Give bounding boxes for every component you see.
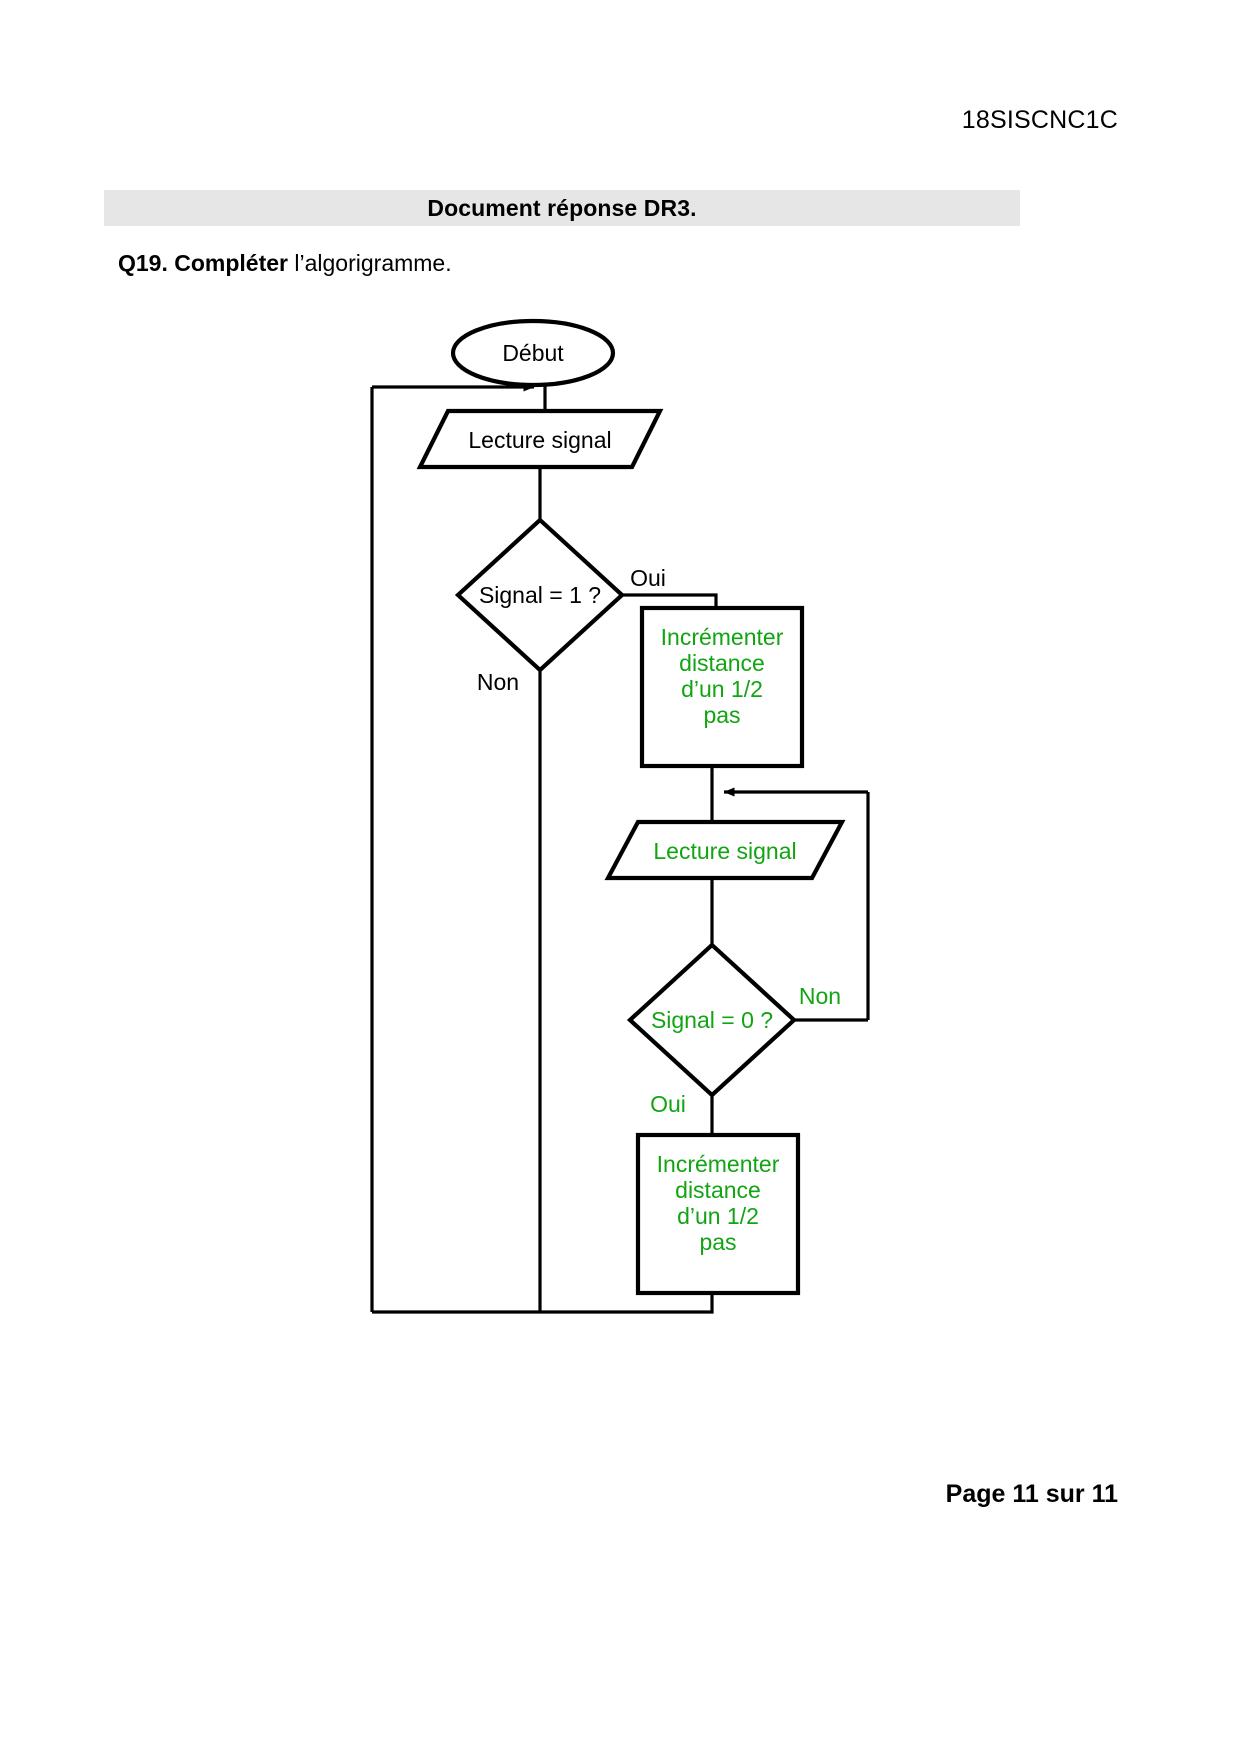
node-read1-shape bbox=[416, 408, 664, 470]
node-increment1-line1: Incrémenter bbox=[661, 624, 784, 650]
label-decision2-yes: Oui bbox=[650, 1091, 686, 1117]
node-read2-shape bbox=[604, 819, 846, 881]
node-increment2-line2: distance bbox=[675, 1177, 761, 1203]
question-text: l’algorigramme. bbox=[288, 250, 452, 276]
edge-increment2-loop-back bbox=[372, 1293, 714, 1314]
page-footer: Page 11 sur 11 bbox=[945, 1480, 1118, 1508]
document-title: Document réponse DR3. bbox=[427, 194, 697, 221]
node-increment1-line2: distance bbox=[679, 650, 765, 676]
node-decision1-label: Signal = 1 ? bbox=[479, 582, 601, 608]
node-increment2-shape bbox=[635, 1132, 801, 1296]
node-increment1-line4: pas bbox=[703, 702, 740, 728]
label-decision1-no: Non bbox=[477, 669, 519, 695]
label-decision2-no: Non bbox=[799, 983, 841, 1009]
node-increment2-line3: d’un 1/2 bbox=[677, 1203, 759, 1229]
question-line: Q19. Compléter l’algorigramme. bbox=[118, 250, 452, 277]
document-code: 18SISCNC1C bbox=[961, 106, 1118, 134]
node-increment2-line4: pas bbox=[699, 1229, 736, 1255]
document-title-band: Document réponse DR3. bbox=[104, 190, 1020, 226]
question-number: Q19. Compléter bbox=[118, 250, 288, 276]
node-increment1-shape bbox=[639, 605, 805, 769]
node-decision2-label: Signal = 0 ? bbox=[651, 1007, 773, 1033]
node-start-label: Début bbox=[502, 340, 564, 366]
node-increment2-line1: Incrémenter bbox=[657, 1151, 780, 1177]
flowchart: Début Lecture signal Signal = 1 ? Oui No… bbox=[0, 290, 1240, 1350]
node-increment1-line3: d’un 1/2 bbox=[681, 676, 763, 702]
label-decision1-yes: Oui bbox=[630, 565, 666, 591]
edge-decision1-yes bbox=[622, 593, 718, 608]
node-read1-label: Lecture signal bbox=[468, 427, 611, 453]
node-read2-label: Lecture signal bbox=[653, 838, 796, 864]
